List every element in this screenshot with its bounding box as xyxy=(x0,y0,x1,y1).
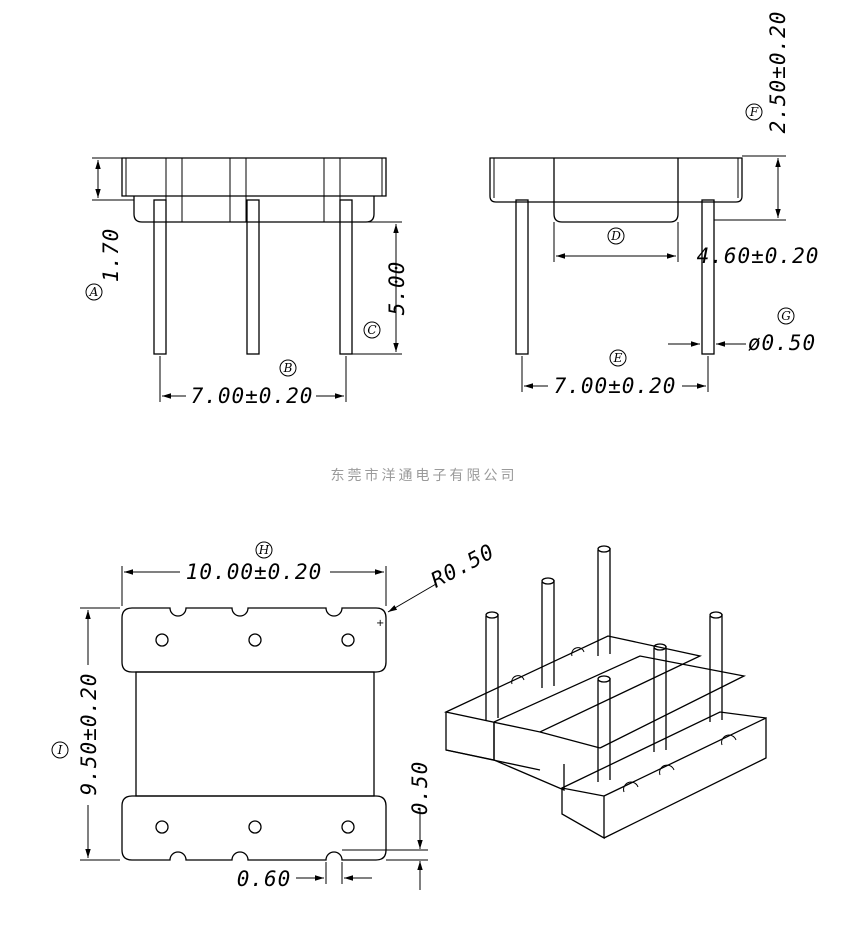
dim-c-value: 5.00 xyxy=(385,261,409,316)
label-i: I xyxy=(57,743,63,757)
dim-slot-depth-value: 0.50 xyxy=(408,761,432,816)
isometric-view xyxy=(443,545,767,840)
dim-h-value: 10.00±0.20 xyxy=(186,560,322,584)
dim-slot-width-value: 0.60 xyxy=(237,867,292,891)
label-e: E xyxy=(613,351,623,365)
dim-radius-value: R0.50 xyxy=(427,539,499,592)
label-c: C xyxy=(367,323,376,337)
label-f: F xyxy=(749,105,759,119)
side-view: 2.50±0.20 F 4.60±0.20 D ø0.50 G 7.00±0.2… xyxy=(489,11,820,398)
front-view: 1.70 A 5.00 C 7.00±0.20 B xyxy=(85,157,409,408)
label-a: A xyxy=(89,285,99,299)
label-b: B xyxy=(283,361,293,375)
dim-e-value: 7.00±0.20 xyxy=(554,374,677,398)
dim-g-value: ø0.50 xyxy=(748,331,816,355)
svg-text:+: + xyxy=(376,618,384,629)
dim-d-value: 4.60±0.20 xyxy=(697,244,820,268)
dim-f-value: 2.50±0.20 xyxy=(766,11,790,134)
label-d: D xyxy=(610,229,621,243)
label-h: H xyxy=(258,543,270,557)
label-g: G xyxy=(781,309,791,323)
dim-i-value: 9.50±0.20 xyxy=(77,673,101,796)
company-watermark: 东莞市洋通电子有限公司 xyxy=(331,467,518,484)
dim-a-value: 1.70 xyxy=(99,228,123,283)
dim-b-value: 7.00±0.20 xyxy=(191,384,314,408)
bottom-view: + 10.00±0.20 H R0.50 9.50±0.20 I 0.50 0.… xyxy=(51,539,499,891)
